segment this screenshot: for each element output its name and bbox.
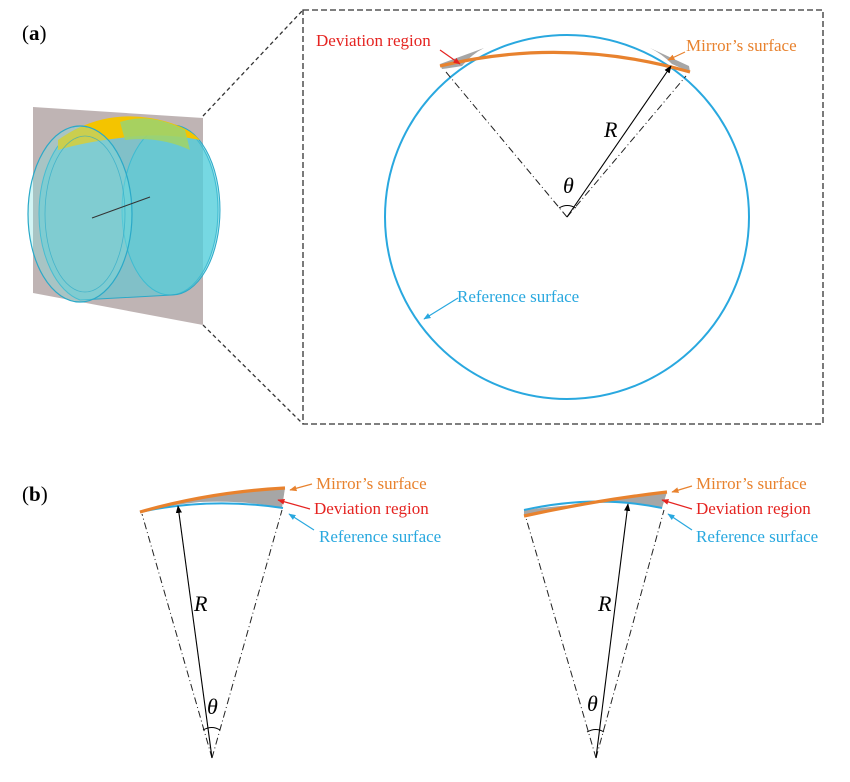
- mirror-surface-pointer-left: [289, 483, 313, 492]
- panel-b-open: (: [22, 482, 29, 506]
- mirror-surface-arc-right: [523, 490, 668, 518]
- angle-symbol-right: θ: [587, 691, 598, 716]
- panel-a-open: (: [22, 21, 29, 45]
- zoom-frame: [302, 9, 824, 425]
- panel-a-letter: a: [29, 21, 40, 45]
- reference-surface-pointer-a: [423, 297, 459, 320]
- cylinder-front-face: [27, 125, 133, 303]
- subfigure-left: R θ Mirror’s surface Deviation region Re…: [139, 474, 441, 759]
- angle-arc-right-sub: [586, 729, 605, 733]
- mirror-surface-label-left: Mirror’s surface: [316, 474, 427, 493]
- deviation-region-pointer-left: [277, 498, 311, 510]
- subfigure-right: R θ Mirror’s surface Deviation region Re…: [523, 474, 818, 759]
- radius-arrow: [566, 65, 672, 218]
- zoom-line-top: [202, 9, 304, 117]
- angle-symbol-a: θ: [563, 173, 574, 198]
- mirror-patch-green: [120, 118, 190, 150]
- radius-symbol-right: R: [597, 591, 612, 616]
- deviation-region-label-right: Deviation region: [696, 499, 811, 518]
- deviation-region-label-a: Deviation region: [316, 31, 431, 50]
- panel-b-close: ): [41, 482, 48, 506]
- deviation-region-left-sub: [140, 488, 285, 512]
- reference-surface-pointer-right: [667, 513, 693, 531]
- radius-symbol-left: R: [193, 591, 208, 616]
- deviation-region-pointer-a: [439, 49, 461, 65]
- radial-line-left-sub-b: [211, 509, 283, 759]
- radius-arrow-left-sub: [175, 505, 213, 759]
- angle-arc-left-sub: [202, 727, 221, 731]
- radial-line-right-sub-b: [595, 509, 665, 759]
- radial-line-right-sub-a: [525, 517, 597, 759]
- cylinder-front-inner: [44, 135, 126, 293]
- deviation-region-label-left: Deviation region: [314, 499, 429, 518]
- mirror-surface-pointer-a: [667, 51, 686, 61]
- reference-surface-pointer-left: [288, 513, 315, 531]
- mirror-surface-label-right: Mirror’s surface: [696, 474, 807, 493]
- reference-surface-label-a: Reference surface: [457, 287, 579, 306]
- mirror-surface-label-a: Mirror’s surface: [686, 36, 797, 55]
- radius-symbol-a: R: [603, 117, 618, 142]
- panel-a-close: ): [40, 21, 47, 45]
- deviation-region-right-sub-a: [524, 504, 584, 516]
- angle-arc-a: [558, 205, 577, 209]
- radial-line-left-sub-a: [141, 513, 213, 759]
- panel-a-label: (a): [22, 21, 47, 45]
- zoom-line-bottom: [202, 324, 304, 425]
- radius-arrow-right-sub: [595, 503, 631, 759]
- angle-symbol-left: θ: [207, 694, 218, 719]
- radial-line-left: [445, 71, 568, 218]
- mirror-surface-arc-left: [139, 486, 286, 514]
- mirror-surface-arc: [439, 50, 691, 74]
- radial-line-right: [566, 75, 687, 218]
- cylinder-3d-model-icon: [27, 107, 221, 325]
- cylinder-body: [38, 124, 221, 301]
- mirror-surface-pointer-right: [671, 485, 693, 493]
- reference-surface-label-left: Reference surface: [319, 527, 441, 546]
- cylinder-axis-line: [91, 196, 151, 219]
- reference-surface-label-right: Reference surface: [696, 527, 818, 546]
- panel-b-letter: b: [29, 482, 41, 506]
- panel-b-label: (b): [22, 482, 48, 506]
- reference-surface-circle: [384, 34, 750, 400]
- deviation-region-pointer-right: [661, 499, 693, 510]
